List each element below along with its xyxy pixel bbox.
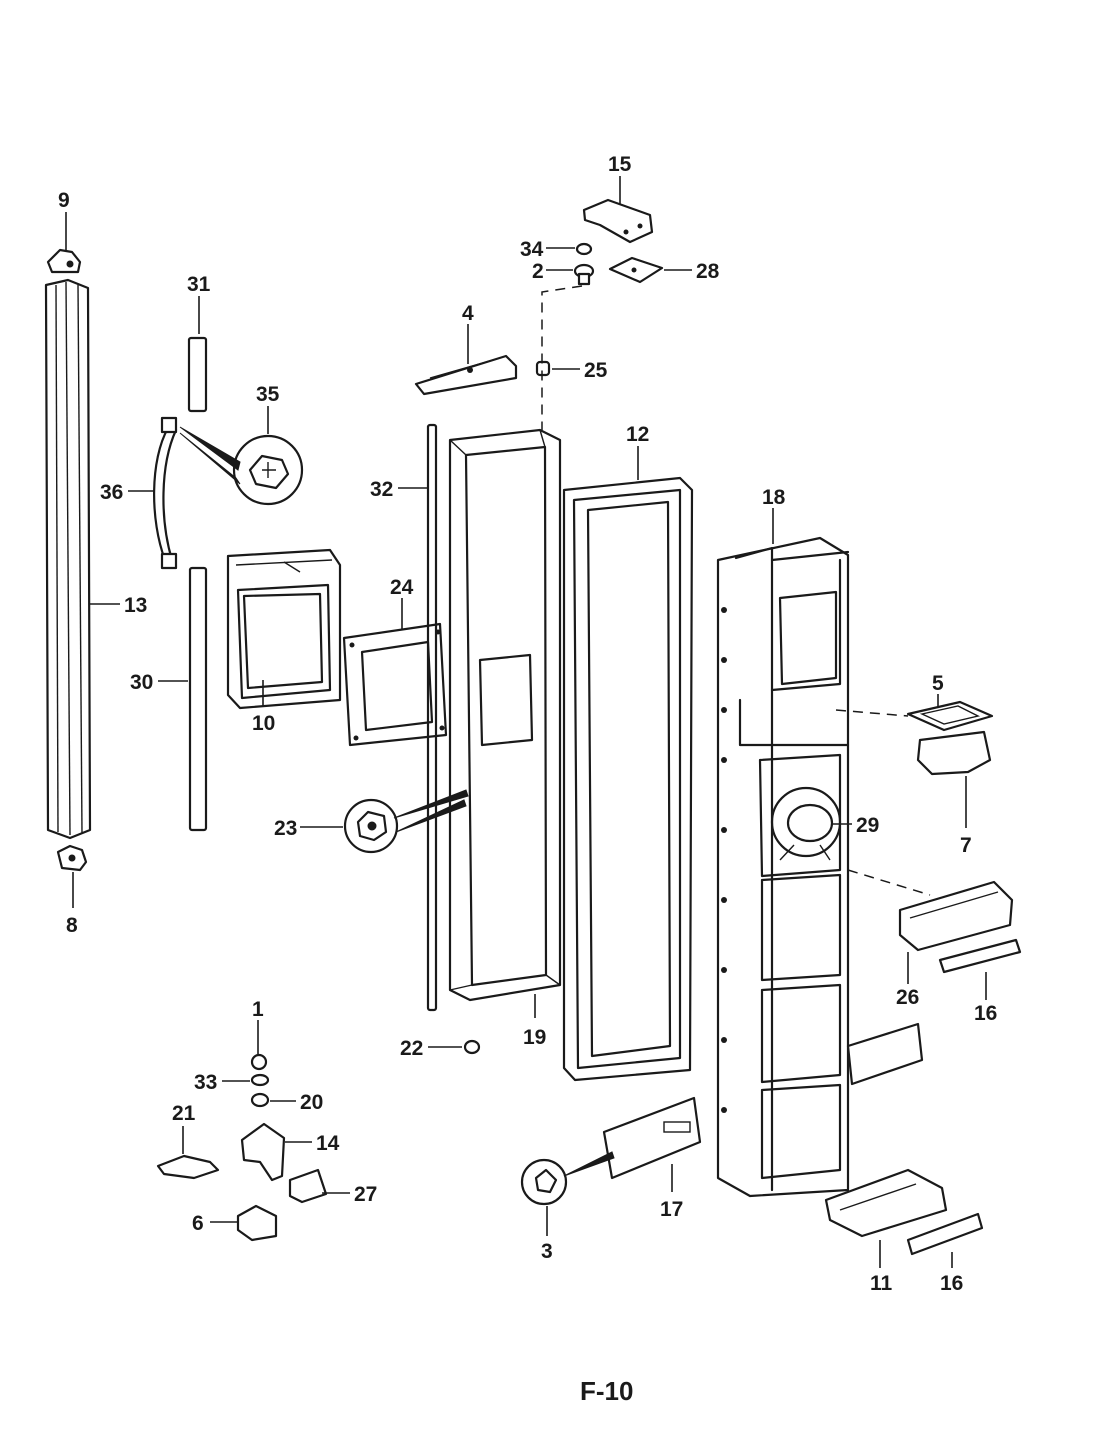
part-22-plug xyxy=(463,1039,481,1055)
callout-34: 34 xyxy=(520,238,544,261)
callout-5: 5 xyxy=(932,672,944,695)
part-9-end-cap xyxy=(46,248,82,274)
part-33-washer xyxy=(250,1073,270,1087)
callout-13: 13 xyxy=(124,594,147,617)
callout-21: 21 xyxy=(172,1102,196,1125)
part-11-lower-bin xyxy=(824,1168,948,1238)
part-5-cover xyxy=(906,700,994,732)
callout-33: 33 xyxy=(194,1071,217,1094)
callout-3: 3 xyxy=(541,1240,553,1263)
part-20-nut xyxy=(250,1092,270,1108)
part-18-door-panel xyxy=(716,536,850,1198)
callout-15: 15 xyxy=(608,153,632,176)
part-1-screw xyxy=(250,1053,268,1071)
callout-28: 28 xyxy=(696,260,720,283)
part-26-door-bin xyxy=(898,880,1014,952)
part-17-hinge-support xyxy=(602,1096,702,1180)
part-36-wire-harness xyxy=(153,416,178,570)
part-13-gasket-strip xyxy=(44,278,92,840)
callout-20: 20 xyxy=(300,1091,323,1114)
callout-2: 2 xyxy=(532,260,544,283)
callout-1: 1 xyxy=(252,998,264,1021)
shelf-bracket xyxy=(846,1022,924,1086)
part-30-trim-strip xyxy=(188,566,208,832)
leader-lines xyxy=(65,176,987,1268)
part-27-bracket xyxy=(288,1168,328,1204)
callout-16-upper: 16 xyxy=(974,1002,997,1025)
callout-31: 31 xyxy=(187,273,211,296)
page-code: F-10 xyxy=(580,1376,633,1406)
part-34-washer xyxy=(575,242,593,256)
part-2-pin xyxy=(573,263,595,286)
part-7-tray xyxy=(916,730,992,776)
part-12-door-gasket xyxy=(562,476,694,1082)
callout-6: 6 xyxy=(192,1212,204,1235)
assembly-line-pin xyxy=(541,285,583,430)
callout-26: 26 xyxy=(896,986,919,1009)
callout-12: 12 xyxy=(626,423,649,446)
part-14-bottom-hinge xyxy=(240,1122,286,1182)
part-16-label-strip-upper xyxy=(938,938,1022,974)
callout-23: 23 xyxy=(274,817,297,840)
callout-10: 10 xyxy=(252,712,275,735)
callout-labels: 9 13 8 31 35 36 30 10 24 32 23 4 25 34 2… xyxy=(58,153,997,1406)
callout-22: 22 xyxy=(400,1037,423,1060)
part-24-cover-plate xyxy=(342,622,448,747)
callout-18: 18 xyxy=(762,486,786,509)
callout-14: 14 xyxy=(316,1132,340,1155)
part-28-hinge-plate xyxy=(608,256,664,284)
callout-8: 8 xyxy=(66,914,78,937)
callout-25: 25 xyxy=(584,359,608,382)
callout-32: 32 xyxy=(370,478,393,501)
callout-16-lower: 16 xyxy=(940,1272,963,1295)
assembly-line-5 xyxy=(835,709,909,717)
part-21-hinge-plate xyxy=(156,1154,220,1180)
callout-11: 11 xyxy=(870,1272,893,1295)
callout-7: 7 xyxy=(960,834,972,857)
callout-29: 29 xyxy=(856,814,879,837)
part-32-vertical-rod xyxy=(426,423,438,1012)
callout-27: 27 xyxy=(354,1183,377,1206)
part-4-hinge-bracket xyxy=(414,354,518,396)
callout-9: 9 xyxy=(58,189,70,212)
callout-35: 35 xyxy=(256,383,280,406)
part-10-dispenser-housing xyxy=(226,548,342,710)
part-8-end-cap xyxy=(56,844,88,872)
callout-4: 4 xyxy=(462,302,474,325)
part-35-detail-view xyxy=(179,426,304,506)
callout-36: 36 xyxy=(100,481,123,504)
part-31-trim-bar xyxy=(187,336,208,413)
part-15-top-hinge xyxy=(582,198,654,244)
callout-19: 19 xyxy=(523,1026,546,1049)
part-19-door-liner xyxy=(448,428,562,1002)
part-3-detail-view xyxy=(520,1151,615,1206)
assembly-line-26 xyxy=(847,869,931,896)
part-6-cover-cap xyxy=(236,1204,278,1242)
part-29-dispenser-boss xyxy=(770,786,842,861)
callout-24: 24 xyxy=(390,576,414,599)
part-16-label-strip-lower xyxy=(906,1212,984,1256)
callout-17: 17 xyxy=(660,1198,683,1221)
callout-30: 30 xyxy=(130,671,153,694)
part-25-bushing xyxy=(535,360,551,377)
